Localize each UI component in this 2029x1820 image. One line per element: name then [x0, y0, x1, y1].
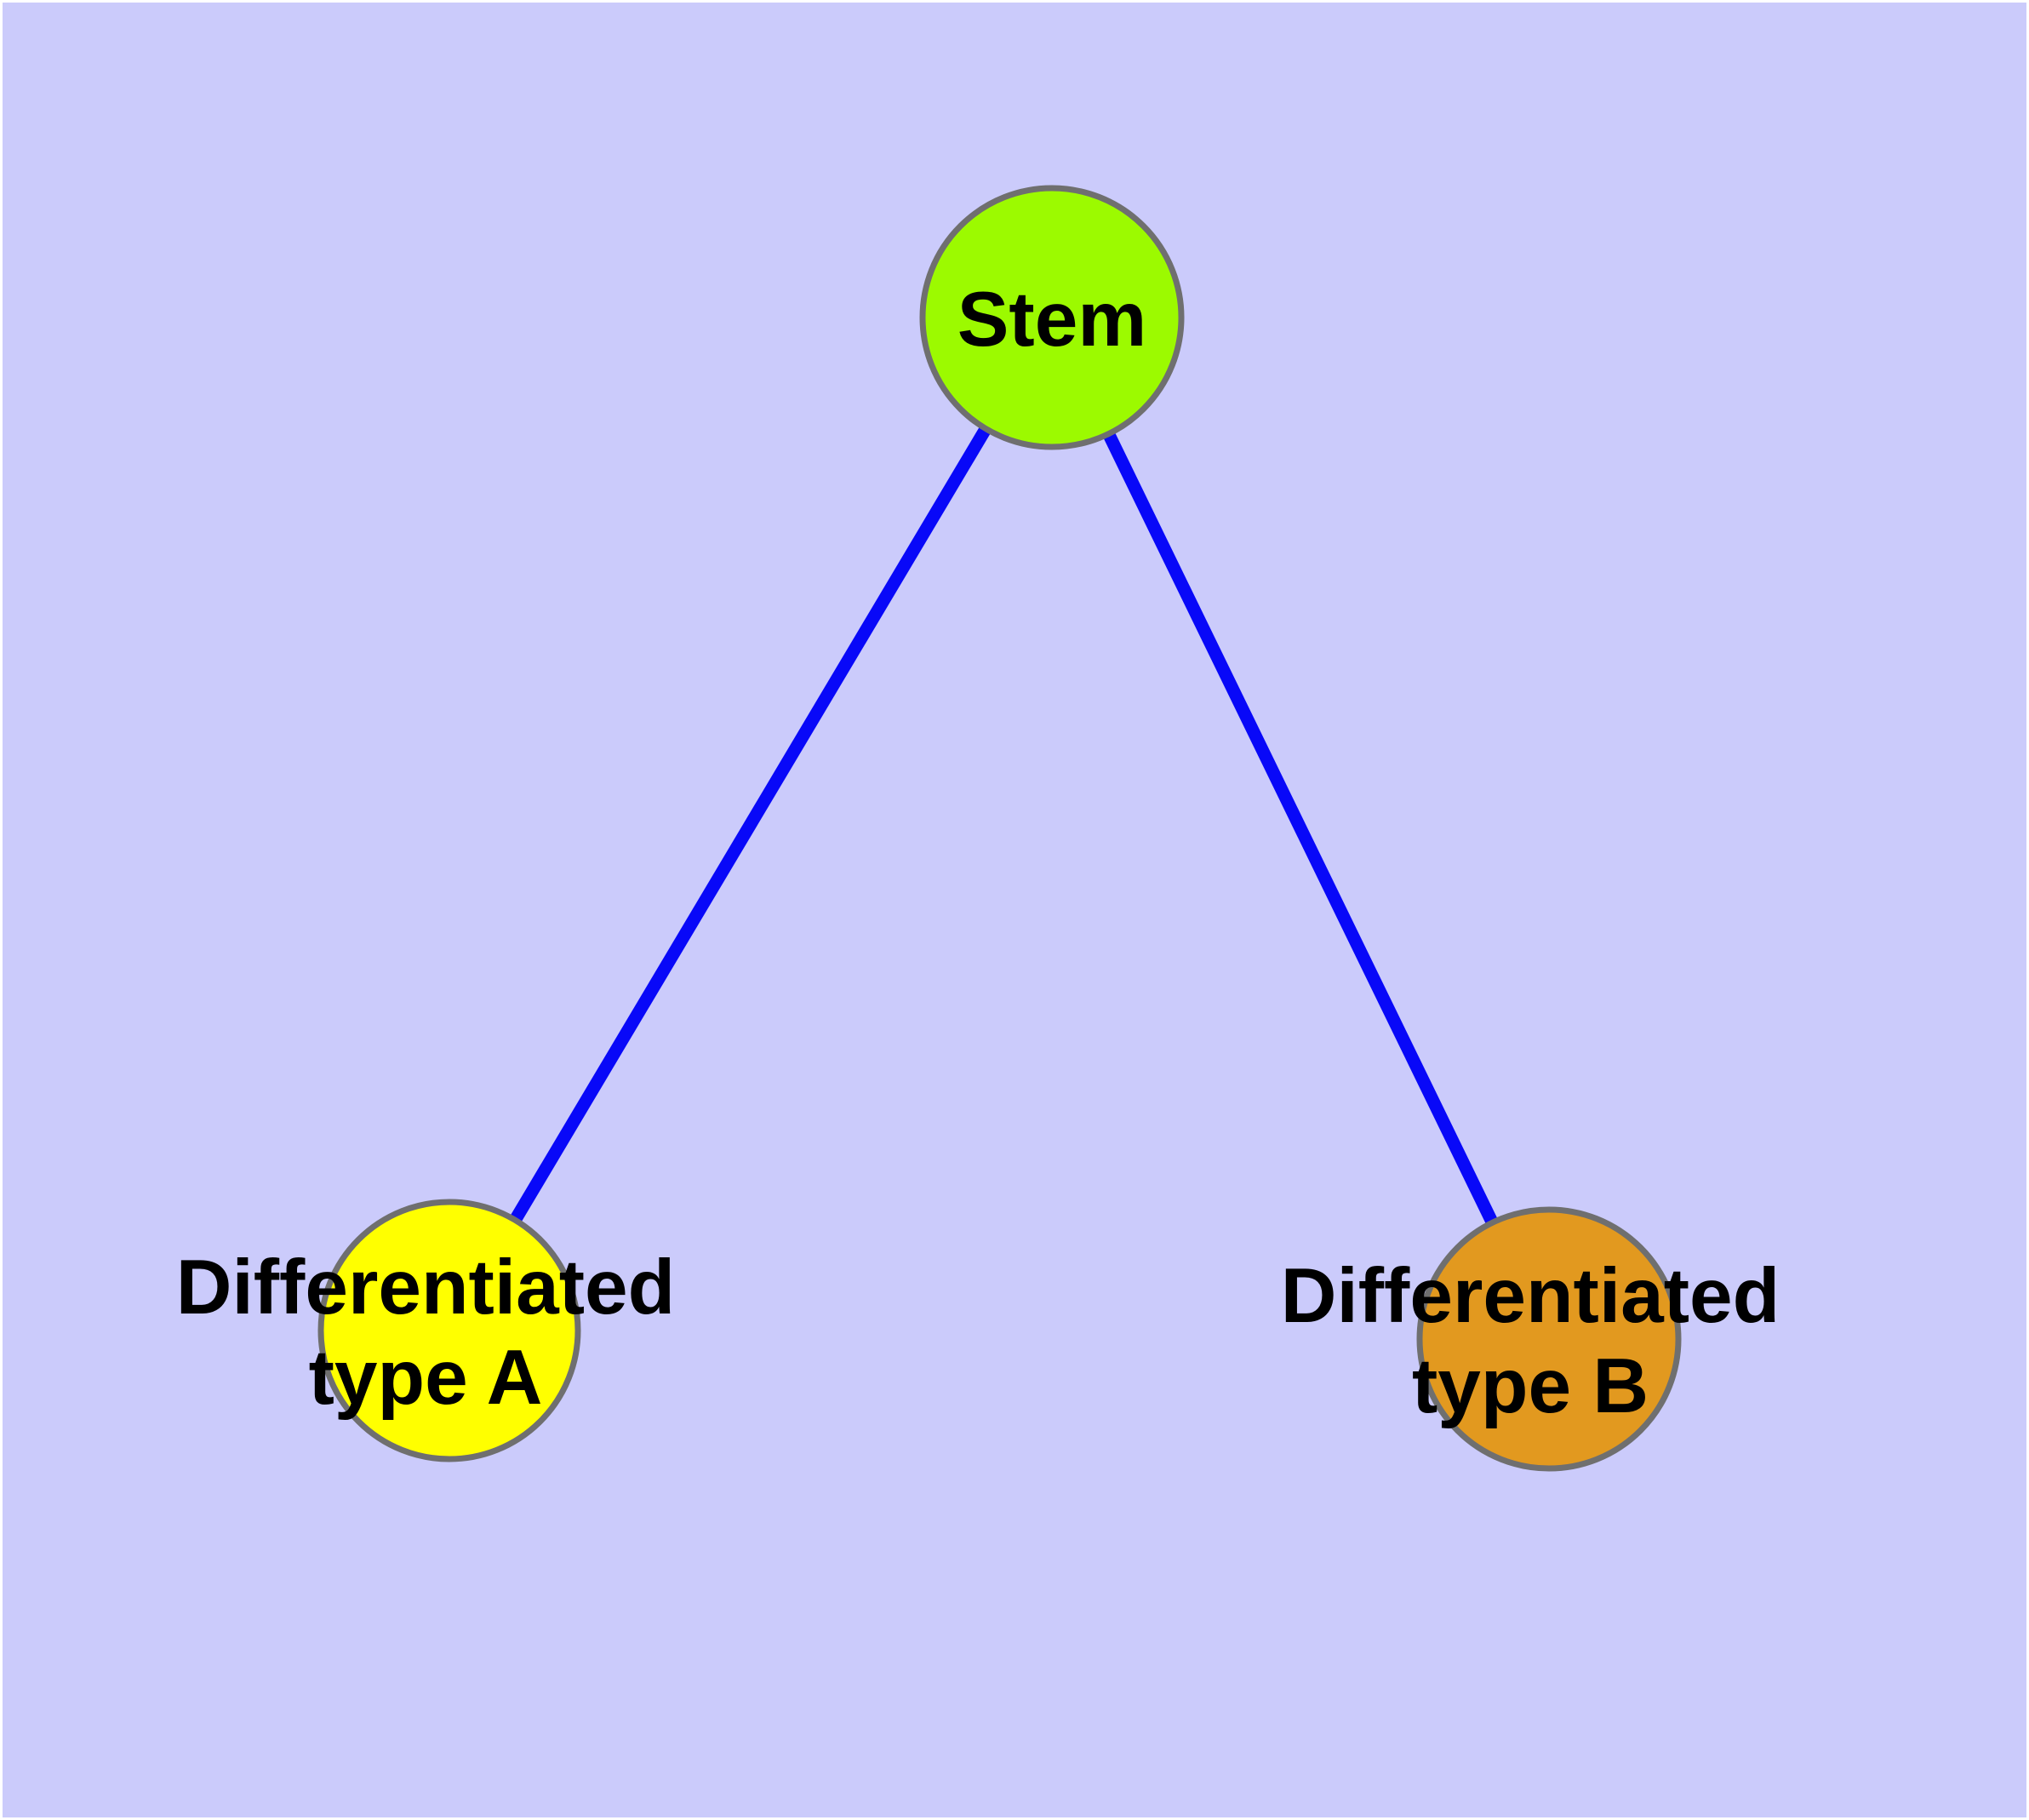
- nodes-layer: [317, 185, 1682, 1472]
- edge-stem-typeA: [443, 314, 1058, 1334]
- node-typeB-circle[interactable]: [1416, 1206, 1682, 1472]
- node-stem-circle[interactable]: [919, 185, 1185, 450]
- edges-layer: [443, 314, 1555, 1342]
- edge-stem-typeB: [1046, 314, 1555, 1342]
- node-typeA-circle[interactable]: [317, 1199, 581, 1462]
